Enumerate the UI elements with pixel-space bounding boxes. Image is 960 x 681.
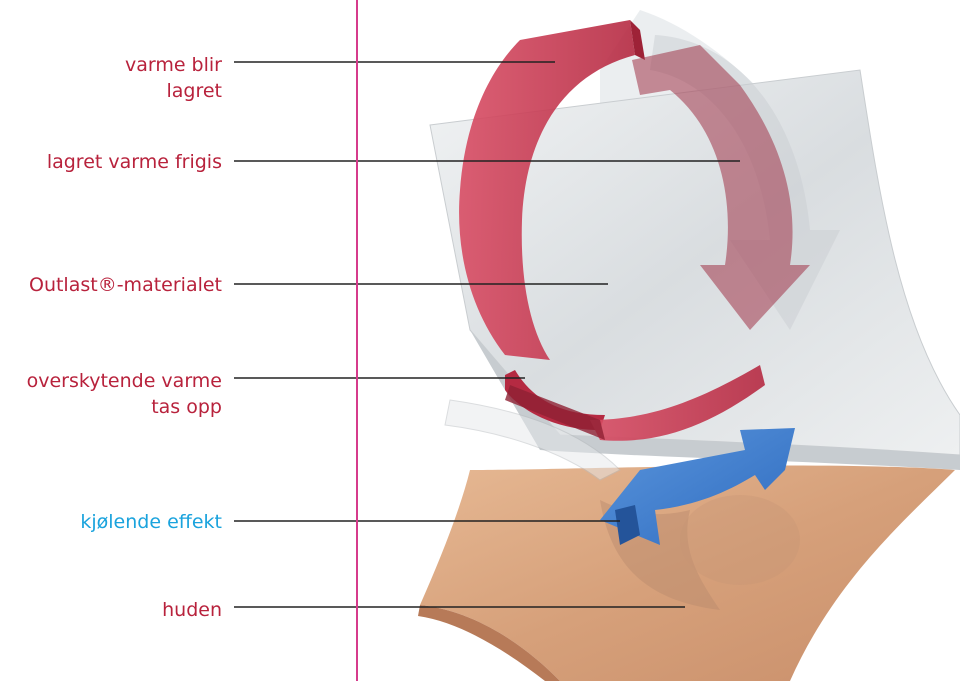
label-excess-heat: overskytende varme tas opp (27, 368, 222, 420)
heat-cycle-arrows (459, 20, 810, 441)
label-heat-stored-line1: varme blir (124, 54, 222, 76)
cooling-arrow (600, 428, 795, 545)
label-excess-heat-line1: overskytende varme (26, 370, 222, 392)
label-heat-released: lagret varme frigis (46, 151, 222, 173)
skin-layer (418, 465, 955, 681)
leader-lines (234, 61, 740, 608)
margin-rule (356, 0, 358, 681)
label-skin: huden (162, 599, 222, 621)
label-heat-stored: varme blir lagret (125, 52, 222, 104)
label-material: Outlast®-materialet (28, 274, 222, 296)
label-cooling: kjølende effekt (80, 511, 222, 533)
label-heat-stored-line2: lagret (166, 80, 222, 102)
label-excess-heat-line2: tas opp (151, 396, 222, 418)
ghost-arrows (444, 35, 840, 481)
